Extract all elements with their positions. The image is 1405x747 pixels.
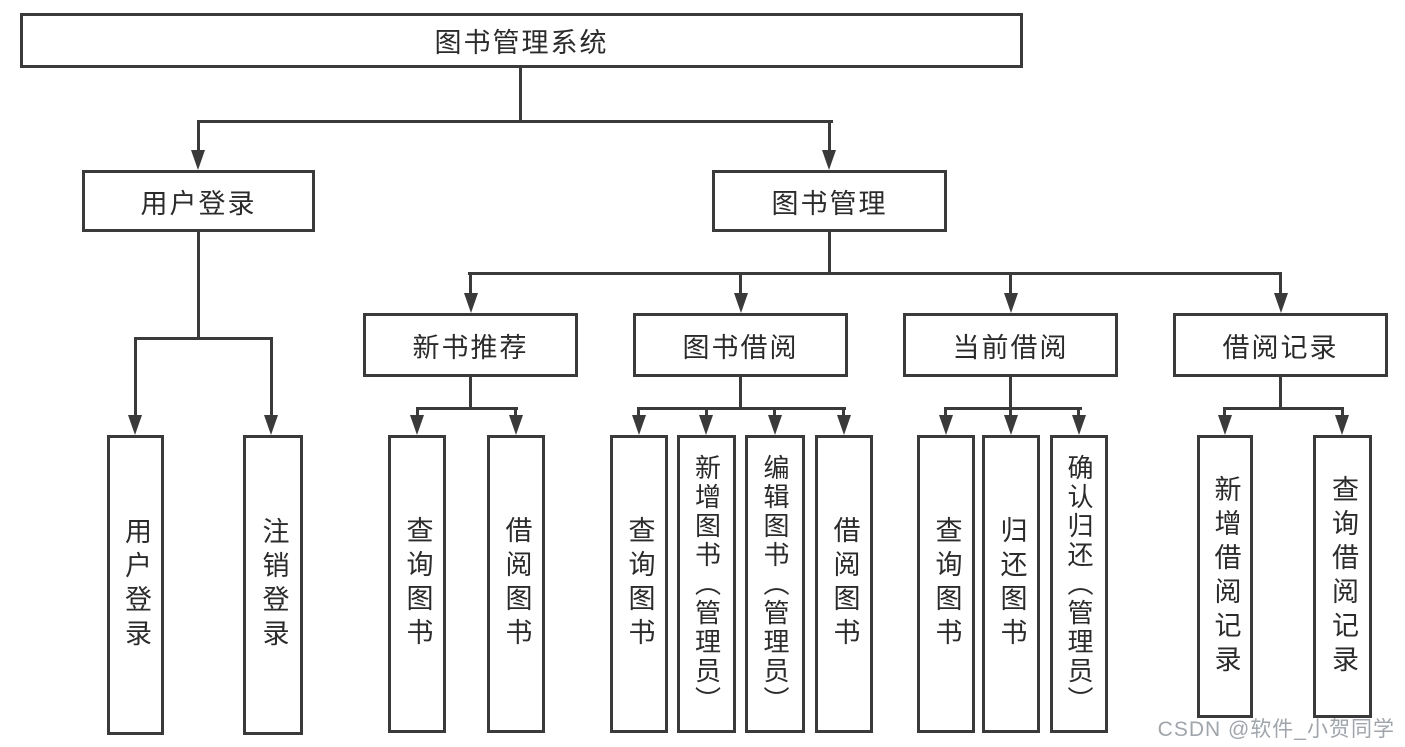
connector-drop-leaf-login [134,337,137,417]
connector-book-mgmt-stem [828,232,831,272]
node-new-book-recommend: 新书推荐 [363,313,578,377]
leaf-logout-label: 注销登录 [258,517,289,653]
arrowhead [410,415,424,435]
arrowhead-leaf-login [128,415,142,435]
leaf-records-query: 查询借阅记录 [1313,435,1372,718]
leaf-current-return-label: 归还图书 [996,516,1027,652]
arrowhead [1218,415,1232,435]
connector-drop-current-borrow [1009,272,1012,295]
arrowhead-book-mgmt [822,150,836,170]
node-new-book-recommend-label: 新书推荐 [412,332,529,363]
node-book-borrow-label: 图书借阅 [682,332,799,363]
connector-drop-user-login [197,120,200,152]
leaf-user-login-label: 用户登录 [121,517,151,653]
connector-drop [705,407,708,417]
leaf-borrow-book-label: 借阅图书 [829,516,860,652]
node-root-label: 图书管理系统 [434,28,609,58]
connector-drop [1341,407,1344,417]
connector-borrow-records-stem [1279,377,1282,407]
connector-drop [842,407,845,417]
connector-user-login-branch [134,337,273,340]
leaf-borrow-edit-admin: 编辑图书（管理员） [745,435,805,733]
connector-level2-branch [468,272,1282,275]
arrowhead [1335,415,1349,435]
leaf-borrow-query: 查询图书 [610,435,668,733]
connector-drop-leaf-logout [270,337,273,417]
leaf-borrow-add-admin: 新增图书（管理员） [677,435,736,733]
leaf-user-login: 用户登录 [107,435,164,735]
arrowhead-borrow-records [1274,293,1288,313]
arrowhead [509,415,523,435]
arrowhead [699,415,713,435]
connector-root-stem [519,68,522,121]
leaf-newbooks-query: 查询图书 [388,435,446,733]
connector-drop-book-mgmt [828,120,831,152]
connector-drop [416,407,419,417]
leaf-current-return: 归还图书 [982,435,1040,733]
watermark: CSDN @软件_小贺同学 [1157,718,1395,741]
arrowhead [768,415,782,435]
node-borrow-records: 借阅记录 [1173,313,1388,377]
connector-book-borrow-stem [739,377,742,407]
leaf-current-query: 查询图书 [917,435,975,733]
connector-level1-branch [197,120,833,123]
arrowhead [1004,415,1018,435]
leaf-current-confirm-admin-label: 确认归还（管理员） [1064,453,1094,715]
node-borrow-records-label: 借阅记录 [1222,332,1339,363]
leaf-newbooks-query-label: 查询图书 [402,516,433,652]
leaf-logout: 注销登录 [243,435,303,735]
connector-user-login-stem [197,232,200,337]
arrowhead [1072,415,1086,435]
connector-drop-borrow-records [1279,272,1282,295]
connector-new-books-stem [469,377,472,407]
node-book-borrow: 图书借阅 [633,313,848,377]
node-book-management-label: 图书管理 [771,188,888,219]
connector-current-borrow-branch [944,407,1082,410]
leaf-records-query-label: 查询借阅记录 [1328,474,1358,679]
leaf-newbooks-borrow: 借阅图书 [487,435,545,733]
leaf-borrow-add-admin-label: 新增图书（管理员） [691,453,722,715]
arrowhead-user-login [191,150,205,170]
node-current-borrow: 当前借阅 [903,313,1118,377]
arrowhead-new-books [464,293,478,313]
node-root-system: 图书管理系统 [20,13,1023,68]
arrowhead-book-borrow [734,293,748,313]
connector-drop [944,407,947,417]
node-book-management: 图书管理 [712,170,947,232]
leaf-current-query-label: 查询图书 [931,516,962,652]
arrowhead-current-borrow [1004,293,1018,313]
connector-drop [637,407,640,417]
arrowhead-leaf-logout [264,415,278,435]
node-current-borrow-label: 当前借阅 [952,332,1069,363]
connector-borrow-records-branch [1223,407,1344,410]
node-user-login-label: 用户登录 [140,188,257,219]
arrowhead [939,415,953,435]
arrowhead [632,415,646,435]
leaf-borrow-query-label: 查询图书 [624,516,655,652]
leaf-current-confirm-admin: 确认归还（管理员） [1050,435,1108,733]
leaf-newbooks-borrow-label: 借阅图书 [501,516,532,652]
leaf-borrow-book: 借阅图书 [815,435,873,733]
connector-drop [773,407,776,417]
connector-drop-new-books [469,272,472,295]
connector-drop [1077,407,1080,417]
connector-new-books-branch [416,407,518,410]
connector-drop [1223,407,1226,417]
connector-current-borrow-stem [1009,377,1012,407]
connector-drop [514,407,517,417]
connector-book-borrow-branch [637,407,846,410]
leaf-borrow-edit-admin-label: 编辑图书（管理员） [760,453,790,715]
node-user-login: 用户登录 [82,170,315,232]
connector-drop-book-borrow [739,272,742,295]
connector-drop [1009,407,1012,417]
leaf-records-add-label: 新增借阅记录 [1210,474,1241,679]
leaf-records-add: 新增借阅记录 [1197,435,1253,718]
arrowhead [837,415,851,435]
